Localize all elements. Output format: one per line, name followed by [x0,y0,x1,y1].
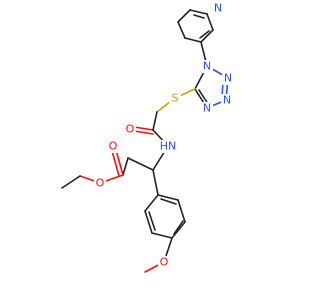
amide-nh-label: HN [160,140,177,153]
bonds [61,9,229,273]
molecule-structure: N N N N N S O HN O O O [61,1,234,273]
methoxy-oxygen-label: O [160,256,169,269]
tetrazole-nitrogen-2-label: N [224,72,232,85]
tetrazole-nitrogen-4-label: N [203,102,211,115]
tetrazole-nitrogen-3-label: N [223,94,231,107]
atom-labels: N N N N N S O HN O O O [94,1,234,269]
amide-oxygen-label: O [126,123,135,136]
pyridine-nitrogen-label: N [214,2,222,15]
tetrazole-nitrogen-1-label: N [203,60,211,73]
ester-oxygen-label: O [96,177,105,190]
ester-carbonyl-oxygen-label: O [109,140,118,153]
sulfur-label: S [172,92,179,105]
